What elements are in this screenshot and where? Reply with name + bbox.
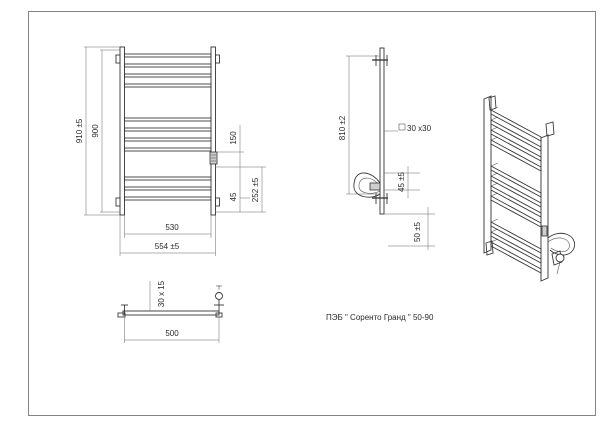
side-dim-50-label: 50 ±5 <box>413 221 422 242</box>
drawing-title: ПЭБ " Соренто Гранд " 50-90 <box>326 313 434 322</box>
isometric-view <box>483 95 575 282</box>
front-view: 910 ±5 900 150 45 252 ±5 530 554 ±5 <box>75 46 266 256</box>
side-height-label: 810 ±2 <box>338 115 347 140</box>
front-dim-252-label: 252 ±5 <box>251 177 260 202</box>
drawing-frame <box>28 11 596 416</box>
side-profile-label: 30 x30 <box>407 124 432 133</box>
bottom-view: 30 x 15 500 <box>117 280 224 343</box>
side-dim-45-label: 45 ±5 <box>397 171 406 192</box>
front-height-label: 900 <box>91 124 100 138</box>
side-view: 810 ±2 30 x30 45 ±5 50 ±5 <box>338 47 435 250</box>
front-overall-width-label: 554 ±5 <box>155 242 180 251</box>
front-overall-height-label: 910 ±5 <box>75 118 84 143</box>
bottom-depth-label: 30 x 15 <box>157 280 166 307</box>
front-dim-45-label: 45 <box>229 192 238 201</box>
bottom-width-label: 500 <box>165 329 179 338</box>
front-dim-150-label: 150 <box>229 131 238 145</box>
front-inner-width-label: 530 <box>165 223 179 232</box>
